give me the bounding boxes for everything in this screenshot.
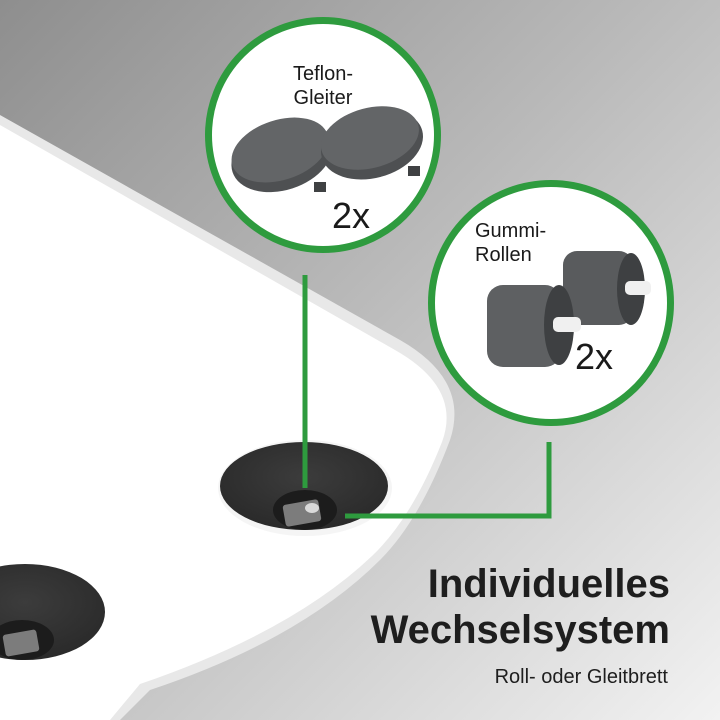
connector-lines bbox=[302, 275, 552, 519]
quantity-label: 2x bbox=[575, 336, 614, 377]
caster-base-secondary bbox=[0, 564, 105, 660]
rubber-rollers-icon bbox=[487, 251, 651, 367]
label-line-2: Gleiter bbox=[293, 87, 353, 109]
headline-line-1: Individuelles bbox=[427, 562, 670, 606]
callout-rubber-roller: Gummi- Rollen 2x bbox=[428, 180, 674, 426]
callout-teflon-glider: Teflon- Gleiter 2x bbox=[205, 17, 441, 253]
glider-pads-icon bbox=[231, 106, 423, 193]
callout-label: Teflon- Gleiter bbox=[212, 62, 434, 110]
label-line-2: Rollen bbox=[475, 244, 532, 266]
callout-label: Gummi- Rollen bbox=[475, 219, 546, 267]
label-line-1: Gummi- bbox=[475, 220, 547, 242]
subtitle: Roll- oder Gleitbrett bbox=[494, 666, 668, 688]
headline-line-2: Wechselsystem bbox=[370, 608, 670, 652]
label-line-1: Teflon- bbox=[292, 63, 354, 85]
board bbox=[0, 115, 455, 720]
quantity-label: 2x bbox=[332, 195, 371, 236]
